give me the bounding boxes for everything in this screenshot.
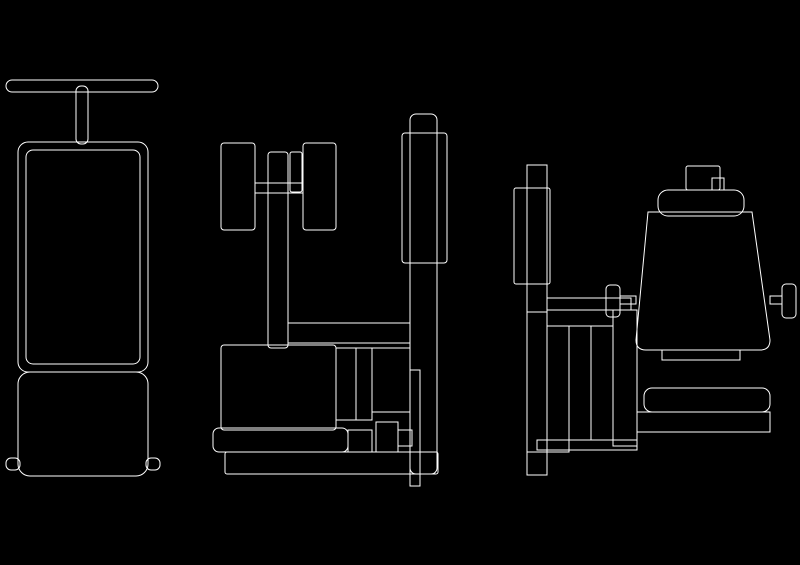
- side-view: [212, 113, 448, 487]
- backrest-pad-front: [401, 132, 448, 264]
- backrest-shell-inner: [661, 350, 741, 361]
- top-handle-bar: [5, 79, 159, 93]
- seat-cushion: [17, 371, 149, 477]
- base-block: [536, 439, 638, 451]
- frame-column-d: [409, 369, 421, 487]
- vertical-post-right: [289, 151, 303, 193]
- handle-stem: [75, 85, 89, 145]
- handle-arm-left: [619, 295, 637, 305]
- foot-bar-right: [145, 457, 161, 471]
- column-inner-e: [612, 309, 638, 447]
- base-plate: [224, 451, 439, 475]
- gear-block-c: [397, 429, 413, 447]
- foot-bar-left: [5, 457, 21, 471]
- vertical-post-left: [267, 151, 289, 349]
- handle-crossbar: [254, 182, 304, 194]
- handle-arm-right: [769, 295, 783, 305]
- column-pad: [513, 187, 551, 285]
- seat-base: [636, 411, 771, 433]
- head-rest-pad: [657, 189, 745, 217]
- backrest-inner: [25, 149, 141, 365]
- rear-view: [513, 164, 797, 476]
- front-view: [5, 79, 161, 477]
